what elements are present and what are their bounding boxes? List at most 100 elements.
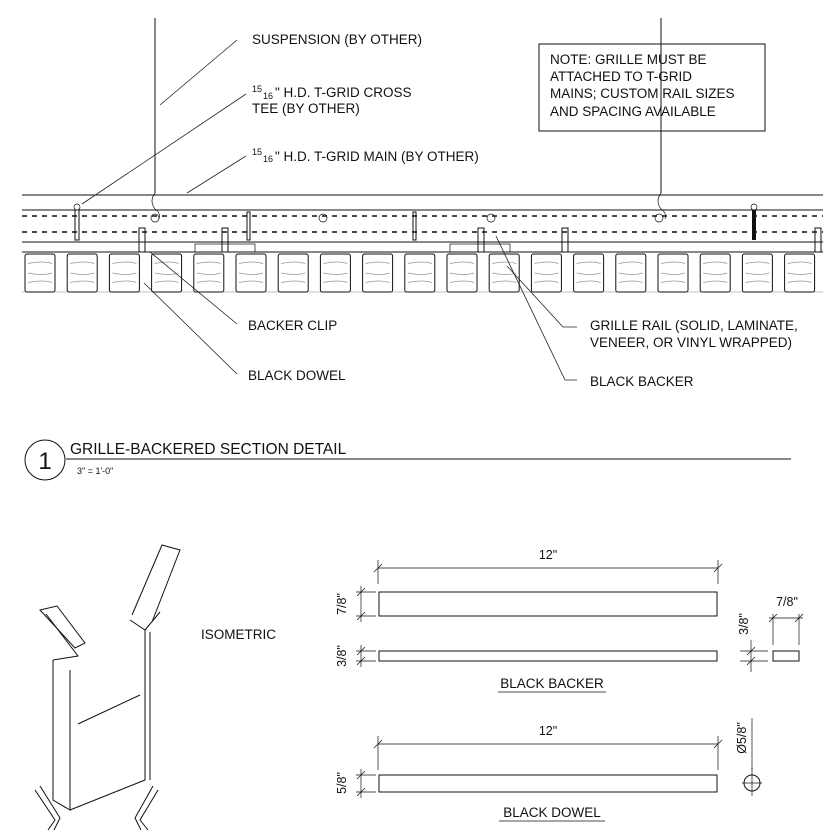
- grille-rail-block: [699, 253, 731, 293]
- detail-title: GRILLE-BACKERED SECTION DETAIL: [70, 441, 347, 458]
- leader-cross-tee: [81, 93, 247, 205]
- leader-main: [186, 155, 247, 194]
- note-box: NOTE: GRILLE MUST BE ATTACHED TO T-GRID …: [538, 43, 766, 132]
- wood-grain-line: [323, 261, 348, 264]
- wood-grain-line: [27, 280, 53, 283]
- grille-rail-block: [193, 253, 225, 293]
- svg-text:ATTACHED TO T-GRID: ATTACHED TO T-GRID: [550, 69, 692, 84]
- backer-clips: [138, 227, 822, 253]
- grille-rail-block: [362, 253, 394, 293]
- wood-grain-line: [196, 272, 221, 275]
- svg-text:AND SPACING AVAILABLE: AND SPACING AVAILABLE: [550, 104, 716, 119]
- wood-grain-line: [407, 272, 432, 275]
- backer-length-dim: 12": [539, 548, 557, 562]
- backer-thickness-dim: 3/8": [335, 645, 349, 667]
- wood-grain-line: [703, 261, 728, 264]
- wood-grain-line: [70, 280, 95, 283]
- label-grille-rail-1: GRILLE RAIL (SOLID, LAMINATE,: [590, 318, 798, 333]
- wood-grain-line: [281, 272, 306, 275]
- wood-grain-line: [492, 280, 517, 283]
- backer-part-drawing: 12" 7/8" 3/8" 7/8" 3/8" BLACK BACKER: [335, 548, 804, 693]
- wood-grain-line: [745, 261, 770, 264]
- svg-text:" H.D. T-GRID CROSS: " H.D. T-GRID CROSS: [275, 85, 412, 100]
- label-black-dowel: BLACK DOWEL: [248, 368, 346, 383]
- label-cross-tee: 15 16 " H.D. T-GRID CROSS TEE (BY OTHER): [252, 84, 412, 116]
- grille-rail-block: [319, 253, 351, 293]
- wood-grain-line: [449, 272, 475, 275]
- grille-rail-block: [66, 253, 98, 293]
- wood-grain-line: [365, 280, 390, 283]
- dowel-height-dim: 5/8": [335, 772, 349, 794]
- wood-grain-line: [281, 280, 306, 283]
- wood-grain-line: [660, 280, 686, 283]
- wood-grain-line: [492, 272, 517, 275]
- svg-text:TEE (BY OTHER): TEE (BY OTHER): [252, 101, 360, 116]
- dowel-part-drawing: 12" 5/8" Ø5/8" BLACK DOWEL: [335, 718, 762, 822]
- wood-grain-line: [70, 272, 95, 275]
- grille-rail-block: [741, 253, 773, 293]
- wood-grain-line: [238, 272, 264, 275]
- svg-text:" H.D. T-GRID MAIN (BY OTHER): " H.D. T-GRID MAIN (BY OTHER): [275, 149, 479, 164]
- wood-grain-line: [449, 261, 475, 264]
- svg-text:MAINS; CUSTOM RAIL SIZES: MAINS; CUSTOM RAIL SIZES: [550, 86, 735, 101]
- dowel-length-dim: 12": [539, 724, 557, 738]
- wood-grain-line: [407, 261, 432, 264]
- t-grid-main: [22, 194, 823, 243]
- wood-grain-line: [27, 261, 53, 264]
- backer-clip-isometric: [39, 544, 181, 811]
- wood-grain-line: [576, 280, 601, 283]
- svg-text:16: 16: [263, 91, 273, 101]
- wood-grain-line: [196, 261, 221, 264]
- backer-caption: BLACK BACKER: [500, 676, 604, 691]
- dowel-caption: BLACK DOWEL: [503, 805, 601, 820]
- grille-rail-block: [404, 253, 436, 293]
- wood-grain-line: [703, 280, 728, 283]
- svg-text:15: 15: [252, 147, 262, 157]
- black-backer-strip: [22, 243, 823, 253]
- wood-grain-line: [323, 272, 348, 275]
- wood-grain-line: [534, 272, 559, 275]
- label-isometric: ISOMETRIC: [201, 627, 276, 642]
- wood-grain-line: [407, 280, 432, 283]
- grille-rail-block: [151, 253, 183, 293]
- backer-height-dim: 7/8": [335, 593, 349, 615]
- grille-rail-blocks: [22, 253, 823, 293]
- label-suspension: SUSPENSION (BY OTHER): [252, 32, 422, 47]
- wood-grain-line: [323, 280, 348, 283]
- grille-rail-block: [24, 253, 56, 293]
- backer-end-thickness-dim: 3/8": [737, 613, 751, 635]
- wood-grain-line: [238, 261, 264, 264]
- wood-grain-line: [660, 261, 686, 264]
- grille-rail-block: [235, 253, 267, 293]
- label-backer-clip: BACKER CLIP: [248, 318, 337, 333]
- svg-text:NOTE: GRILLE MUST BE: NOTE: GRILLE MUST BE: [550, 52, 707, 67]
- grille-rail-block: [657, 253, 689, 293]
- wood-grain-line: [365, 261, 390, 264]
- wood-grain-line: [492, 261, 517, 264]
- grille-rail-block: [530, 253, 562, 293]
- wood-grain-line: [618, 261, 643, 264]
- leader-suspension: [159, 39, 238, 106]
- wood-grain-line: [787, 272, 812, 275]
- wood-grain-line: [281, 261, 306, 264]
- backer-end-width-dim: 7/8": [776, 595, 798, 609]
- grille-rail-block: [277, 253, 309, 293]
- detail-number: 1: [38, 448, 51, 475]
- wood-grain-line: [787, 280, 812, 283]
- label-t-grid-main: 15 16 " H.D. T-GRID MAIN (BY OTHER): [252, 147, 479, 164]
- leader-grille-rail: [506, 265, 577, 328]
- svg-text:15: 15: [252, 84, 262, 94]
- wood-grain-line: [154, 261, 179, 264]
- grille-rail-block: [615, 253, 647, 293]
- detail-title-block: 1 GRILLE-BACKERED SECTION DETAIL 3" = 1'…: [24, 439, 791, 481]
- leader-black-dowel: [143, 282, 238, 375]
- leader-backer-clip: [149, 251, 238, 325]
- t-grid-holes: [150, 213, 664, 223]
- wood-grain-line: [154, 272, 179, 275]
- wood-grain-line: [449, 280, 475, 283]
- wood-grain-line: [787, 261, 812, 264]
- detail-scale: 3" = 1'-0": [77, 466, 113, 476]
- wood-grain-line: [534, 280, 559, 283]
- wood-grain-line: [196, 280, 221, 283]
